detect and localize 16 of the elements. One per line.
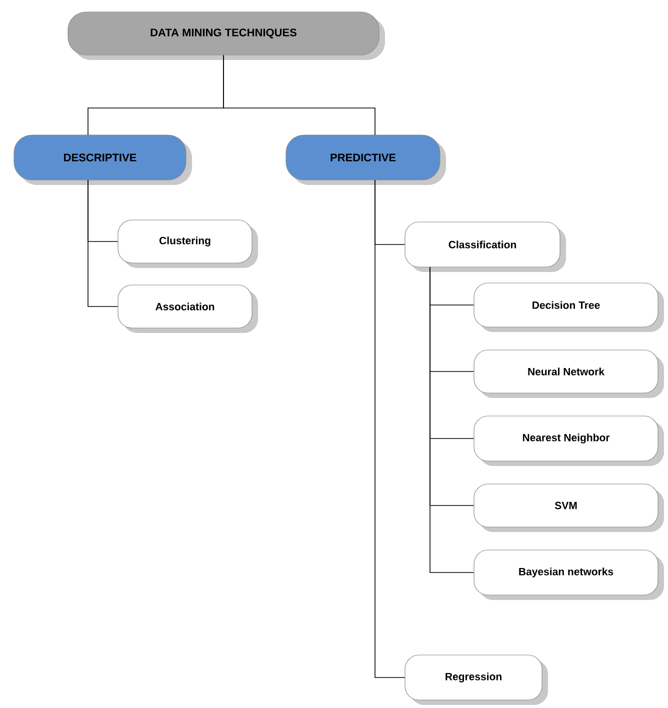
connector-line — [374, 180, 406, 678]
technique-box: Clustering — [118, 220, 258, 268]
connector-line — [430, 266, 474, 573]
technique-box: Bayesian networks — [474, 550, 664, 600]
technique-box: Classification — [404, 222, 566, 272]
root-box: DATA MINING TECHNIQUES — [68, 12, 385, 60]
technique-box: Decision Tree — [474, 282, 664, 332]
connector-line — [88, 180, 118, 307]
category-box: DESCRIPTIVE — [14, 134, 192, 185]
technique-box: SVM — [474, 484, 664, 532]
technique-box: Association — [118, 284, 258, 333]
category-box: PREDICTIVE — [286, 134, 446, 185]
technique-box: Nearest Neighbor — [474, 416, 664, 466]
technique-box: Regression — [404, 654, 548, 705]
technique-box: Neural Network — [474, 350, 664, 398]
connector-line — [223, 54, 376, 136]
